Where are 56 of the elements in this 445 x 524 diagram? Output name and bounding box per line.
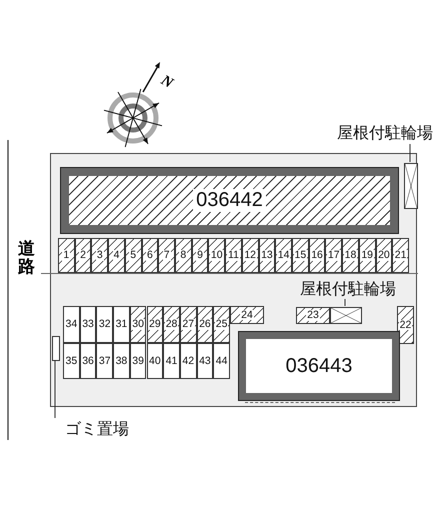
parking-space: 30: [130, 306, 146, 343]
bicycle-shelter: [404, 163, 418, 209]
parking-space: 31: [113, 306, 130, 343]
parking-space: 13: [258, 238, 276, 273]
parking-space: 38: [113, 343, 130, 379]
parking-space: 44: [213, 343, 230, 379]
road-label: 道路: [18, 240, 36, 276]
parking-space: 8: [175, 238, 192, 273]
parking-space: 19: [358, 238, 376, 273]
parking-space: 24: [230, 306, 264, 324]
parking-space: 26: [196, 306, 214, 343]
parking-space: 14: [275, 238, 292, 273]
parking-space: 28: [163, 306, 180, 343]
garbage-area: [52, 336, 60, 361]
parking-space: 6: [142, 238, 158, 273]
parking-space: 37: [96, 343, 114, 379]
parking-space: 33: [80, 306, 96, 343]
parking-space: 12: [242, 238, 259, 273]
area-label: 屋根付駐輪場: [291, 278, 405, 300]
parking-space: 15: [292, 238, 309, 273]
parking-space: 22: [397, 306, 414, 344]
parking-space: 21: [392, 238, 409, 273]
parking-space: 36: [80, 343, 96, 379]
parking-space: 25: [213, 306, 230, 343]
parking-space: 27: [180, 306, 197, 343]
parking-space: 43: [196, 343, 214, 379]
parking-space: 2: [74, 238, 92, 273]
area-label: ゴミ置場: [52, 418, 142, 440]
parking-space: 40: [146, 343, 164, 379]
parking-space: 5: [124, 238, 142, 273]
leader-line: [344, 298, 346, 306]
parking-space: 11: [225, 238, 242, 273]
parking-space: 32: [96, 306, 114, 343]
parking-space: 20: [376, 238, 392, 273]
parking-space: 4: [108, 238, 125, 273]
parking-space: 10: [208, 238, 226, 273]
parking-space: 7: [158, 238, 175, 273]
parking-space: 23: [296, 307, 330, 324]
parking-space: 18: [342, 238, 359, 273]
parking-space: 39: [130, 343, 146, 379]
parking-space: 1: [58, 238, 75, 273]
area-label: 屋根付駐輪場: [328, 122, 442, 144]
parking-space: 29: [146, 306, 164, 343]
building: 036442: [61, 168, 398, 233]
parking-space: 3: [91, 238, 108, 273]
building: 036443: [239, 332, 399, 400]
parking-space: 42: [180, 343, 197, 379]
parking-space: 35: [63, 343, 80, 379]
bicycle-shelter: [330, 307, 362, 324]
parking-space: 41: [163, 343, 180, 379]
parking-space: 34: [63, 306, 80, 343]
parking-space: 17: [325, 238, 342, 273]
north-label: N: [158, 73, 176, 92]
parking-space: 9: [192, 238, 208, 273]
parking-space: 16: [308, 238, 326, 273]
leader-line: [54, 360, 56, 418]
